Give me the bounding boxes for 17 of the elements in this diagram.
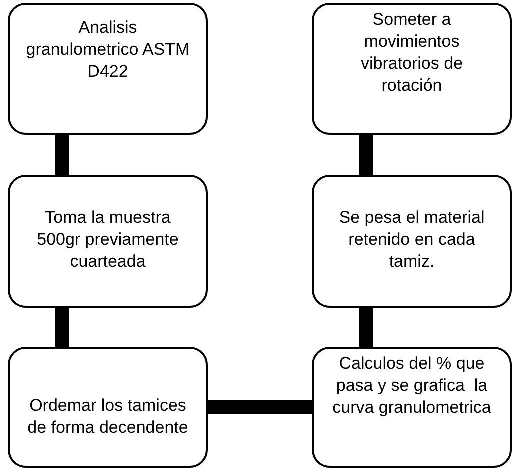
connector-bar	[55, 135, 69, 175]
step-text: Calculos del % que pasa y se grafica la curva granulometrica	[332, 353, 492, 419]
process-box	[8, 3, 208, 135]
process-box	[312, 175, 512, 308]
connector-bar	[208, 400, 312, 414]
process-box	[8, 347, 208, 468]
step-text: Ordemar los tamices de forma decendente	[26, 395, 190, 439]
step-text: Someter a movimientos vibratorios de rotación	[360, 9, 464, 97]
connector-bar	[55, 308, 69, 347]
process-box	[8, 175, 208, 308]
process-box	[312, 3, 512, 135]
step-text: Toma la muestra 500gr previamente cuarteada	[36, 207, 180, 273]
connector-bar	[359, 135, 373, 175]
step-text: Analisis granulometrico ASTM D422	[26, 17, 190, 83]
step-text: Se pesa el material retenido en cada tamiz.	[338, 207, 486, 273]
process-box	[312, 347, 512, 468]
connector-bar	[359, 308, 373, 347]
